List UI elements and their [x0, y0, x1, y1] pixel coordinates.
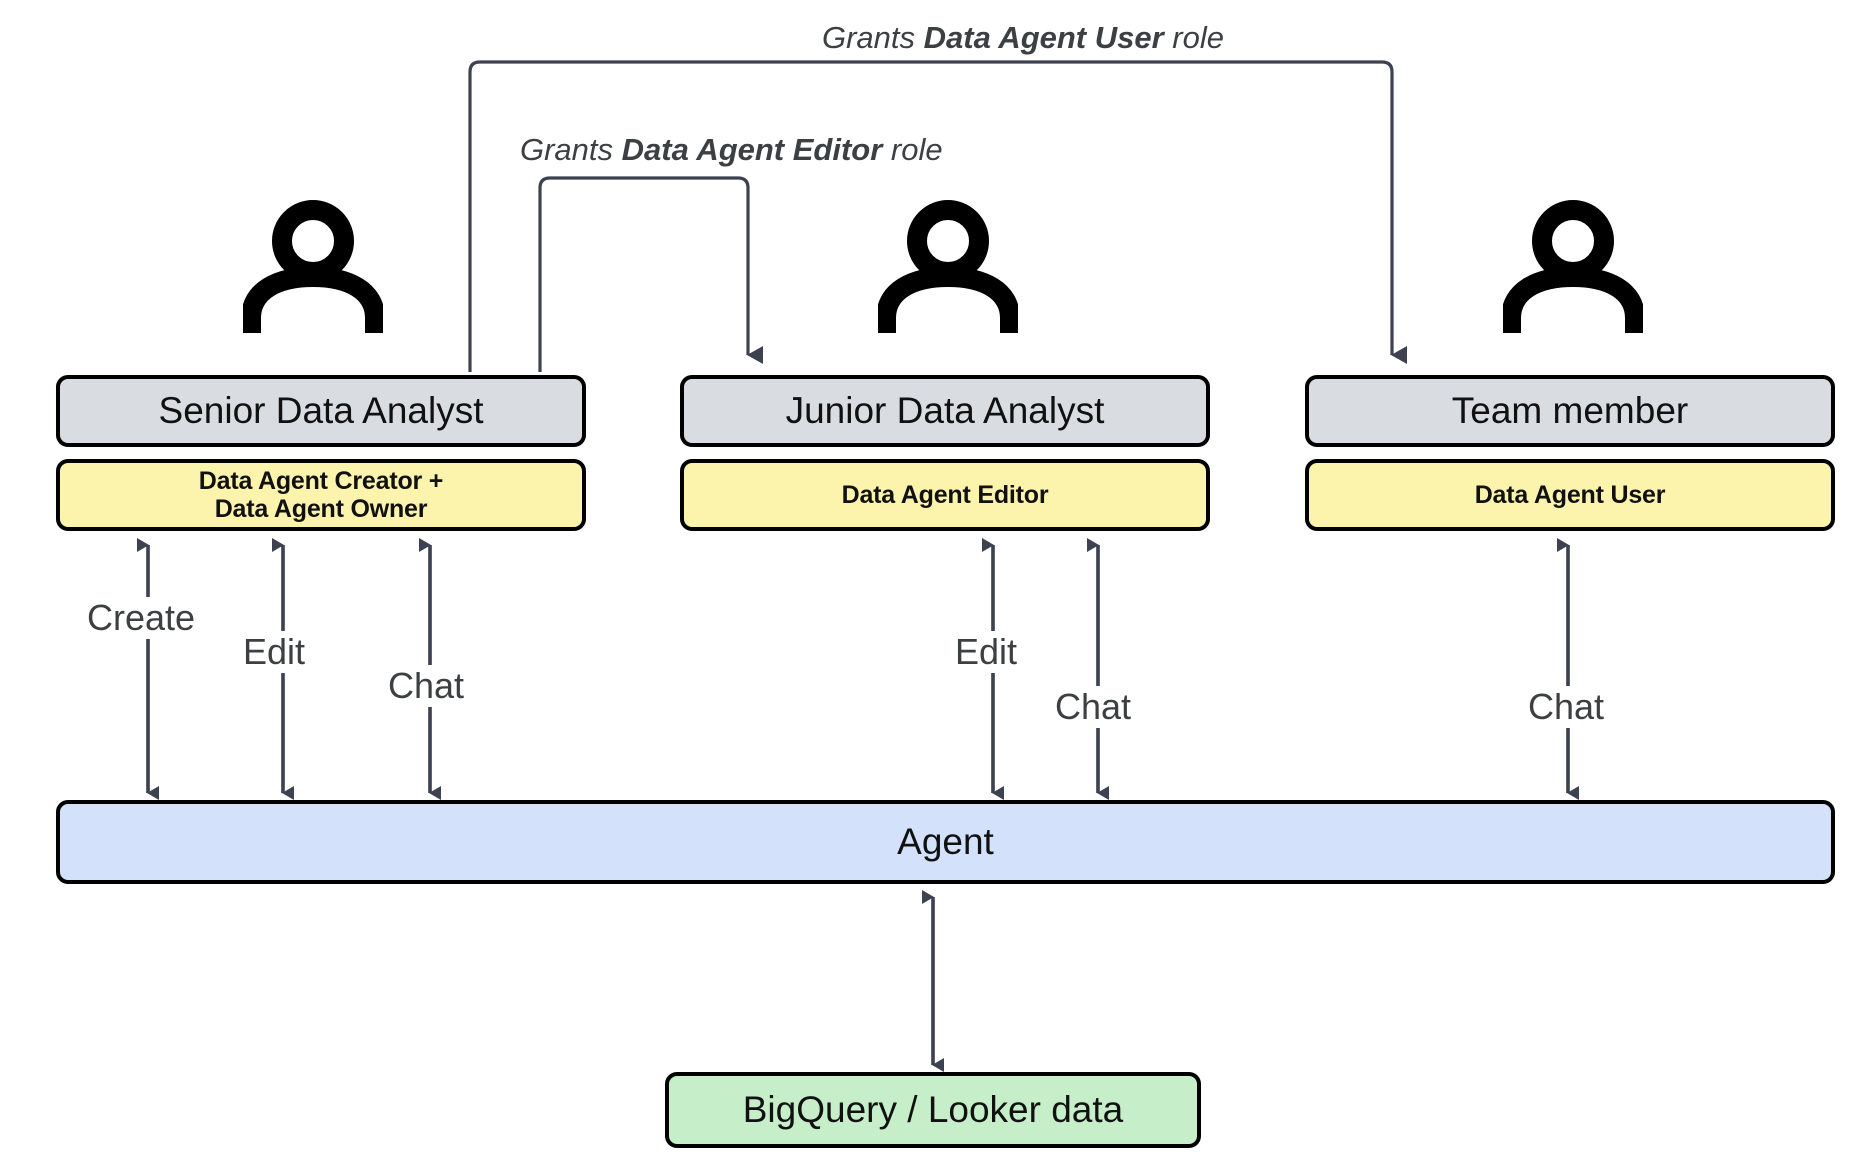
agent-label: Agent [897, 821, 994, 863]
role-permission-team-member[interactable]: Data Agent User [1305, 459, 1835, 531]
datasource-label: BigQuery / Looker data [742, 1089, 1124, 1131]
permission-line-1: Data Agent Creator + [198, 467, 444, 495]
role-title-label: Junior Data Analyst [785, 390, 1105, 432]
role-permission-senior-data-analyst[interactable]: Data Agent Creator + Data Agent Owner [56, 459, 586, 531]
role-title-label: Senior Data Analyst [158, 390, 484, 432]
role-title-junior-data-analyst[interactable]: Junior Data Analyst [680, 375, 1210, 447]
grant-user-prefix: Grants [822, 20, 924, 55]
grant-user-role: Data Agent User [923, 20, 1164, 55]
grant-editor-prefix: Grants [520, 132, 622, 167]
datasource-box[interactable]: BigQuery / Looker data [665, 1072, 1201, 1148]
grant-editor-suffix: role [882, 132, 943, 167]
role-title-senior-data-analyst[interactable]: Senior Data Analyst [56, 375, 586, 447]
grant-user-suffix: role [1163, 20, 1224, 55]
person-icon-senior-data-analyst [243, 200, 383, 333]
permission-line-2: Data Agent Owner [214, 495, 428, 523]
person-icon-junior-data-analyst [878, 200, 1018, 333]
connector-grant-editor [538, 176, 763, 372]
person-icon-team-member [1503, 200, 1643, 333]
edge-label-team-chat: Chat [1523, 686, 1610, 728]
edge-label-junior-chat: Chat [1050, 686, 1137, 728]
role-permission-junior-data-analyst[interactable]: Data Agent Editor [680, 459, 1210, 531]
permission-line-1: Data Agent Editor [841, 481, 1049, 509]
edge-label-senior-chat: Chat [383, 665, 470, 707]
role-title-team-member[interactable]: Team member [1305, 375, 1835, 447]
edge-label-senior-create: Create [82, 597, 201, 639]
grant-label-data-agent-user: Grants Data Agent User role [822, 20, 1224, 56]
edge-label-junior-edit: Edit [950, 631, 1023, 673]
grant-label-data-agent-editor: Grants Data Agent Editor role [520, 132, 943, 168]
grant-editor-role: Data Agent Editor [621, 132, 883, 167]
role-title-label: Team member [1451, 390, 1689, 432]
edge-label-senior-edit: Edit [238, 631, 311, 673]
agent-box[interactable]: Agent [56, 800, 1835, 884]
permission-line-1: Data Agent User [1474, 481, 1666, 509]
